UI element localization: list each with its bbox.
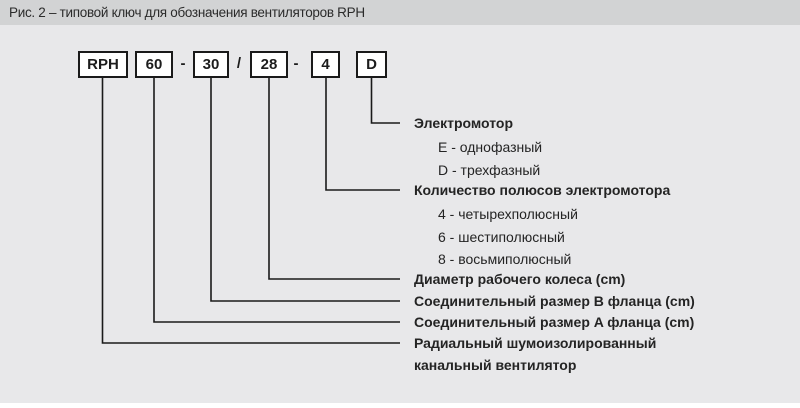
code-box-motor-type: D [356, 51, 387, 78]
code-box-poles: 4 [311, 51, 340, 78]
legend-title-poles: Количество полюсов электромотора [414, 182, 671, 198]
code-box-impeller: 28 [250, 51, 288, 78]
connector-line-d [370, 78, 400, 124]
code-separator-slash: / [236, 55, 242, 72]
code-box-series: RPH [78, 51, 128, 78]
code-separator-dash-1: - [180, 55, 186, 72]
connector-line-rph [101, 78, 400, 344]
legend-title-motor: Электромотор [414, 115, 514, 131]
legend-item-motor-d: D - трехфазный [438, 162, 541, 178]
code-separator-dash-2: - [293, 55, 299, 72]
connector-line-30 [210, 78, 400, 302]
connector-line-28 [268, 78, 400, 280]
legend-item-poles-8: 8 - восьмиполюсный [438, 251, 572, 267]
legend-item-poles-4: 4 - четырехполюсный [438, 206, 578, 222]
caption-band: Рис. 2 – типовой ключ для обозначения ве… [0, 0, 800, 25]
connector-line-4 [325, 78, 400, 191]
legend-item-motor-e: E - однофазный [438, 139, 543, 155]
legend-title-flange-b: Соединительный размер B фланца (cm) [414, 293, 695, 309]
code-box-flange-a: 60 [135, 51, 173, 78]
legend-title-series: Радиальный шумоизолированный канальный в… [414, 335, 657, 373]
legend-title-impeller: Диаметр рабочего колеса (cm) [414, 271, 626, 287]
code-box-flange-b: 30 [193, 51, 229, 78]
legend-item-poles-6: 6 - шестиполюсный [438, 229, 565, 245]
figure-caption: Рис. 2 – типовой ключ для обозначения ве… [9, 5, 365, 20]
legend-title-flange-a: Соединительный размер A фланца (cm) [414, 314, 695, 330]
connector-line-60 [153, 78, 400, 323]
